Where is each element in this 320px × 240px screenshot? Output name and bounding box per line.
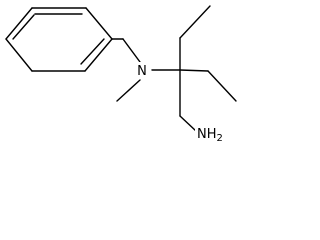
- amine-label-background: [195, 125, 225, 142]
- n-methyl-bond: [116, 79, 141, 102]
- nitrogen-atom: N: [135, 62, 149, 79]
- ring-bond: [85, 7, 113, 40]
- benzene-ring: [5, 7, 113, 72]
- nitrogen-label: N: [137, 64, 147, 79]
- amine-subscript: 2: [217, 133, 223, 144]
- nitrogen-label-background: [135, 62, 149, 79]
- ethyl-bond-upper-2: [179, 5, 211, 39]
- molecule-structure: N NH2: [5, 5, 237, 144]
- ring-double-bond: [12, 14, 35, 40]
- ring-bond: [84, 38, 113, 72]
- aminomethyl-bond-2: [179, 115, 197, 132]
- amine-label: NH2: [197, 127, 223, 144]
- ring-bond: [5, 7, 33, 40]
- ch2-n-bond: [122, 38, 141, 63]
- amine-group: NH2: [195, 125, 225, 144]
- ring-double-bond: [80, 38, 105, 65]
- chain-bonds: [111, 5, 237, 132]
- ethyl-bond-right-1: [179, 69, 209, 72]
- ring-bond: [5, 38, 33, 72]
- ethyl-bond-right-2: [207, 70, 237, 102]
- amine-nh-text: NH: [197, 127, 217, 142]
